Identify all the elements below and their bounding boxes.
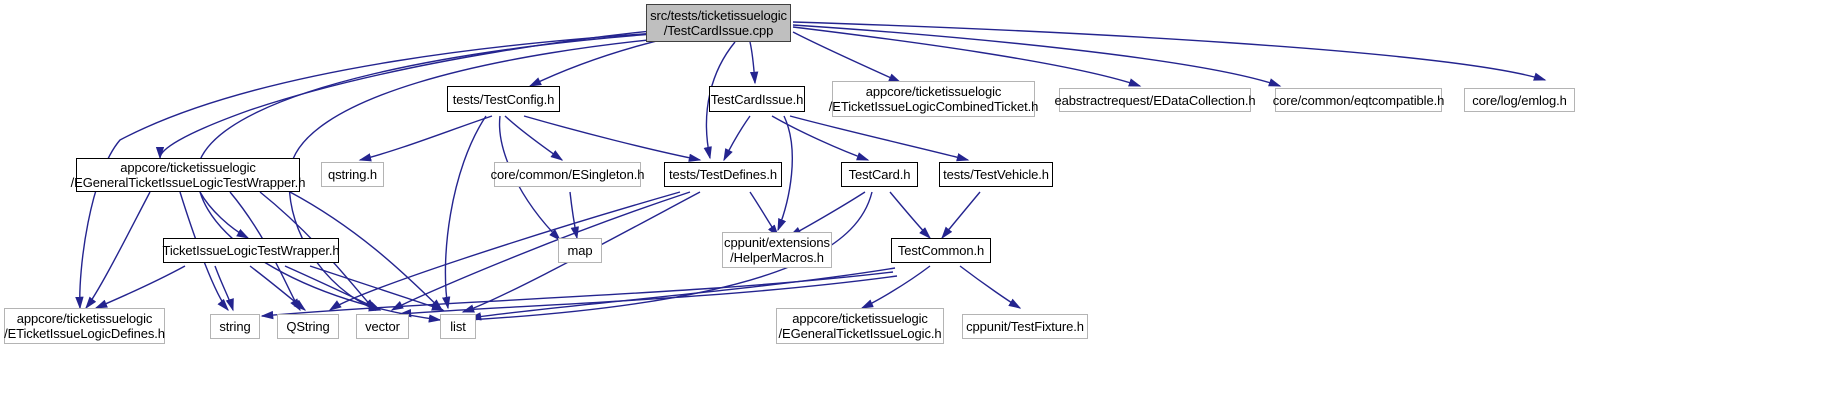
node-ticket-issue-logic-test-wrapper-h[interactable]: TicketIssueLogicTestWrapper.h bbox=[162, 238, 340, 263]
node-label-line1: appcore/ticketissuelogic bbox=[865, 84, 1002, 99]
node-label-line1: list bbox=[450, 319, 466, 334]
node-label-line1: core/common/eqtcompatible.h bbox=[1272, 92, 1445, 108]
node-string[interactable]: string bbox=[210, 314, 260, 339]
node-label-line1: tests/TestDefines.h bbox=[669, 167, 777, 182]
node-label-line1: cppunit/TestFixture.h bbox=[966, 319, 1084, 334]
node-label-line1: TestCardIssue.h bbox=[710, 91, 804, 107]
node-test-common-h[interactable]: TestCommon.h bbox=[891, 238, 991, 263]
node-label-line1: appcore/ticketissuelogic bbox=[16, 311, 153, 326]
node-tests-test-config-h[interactable]: tests/TestConfig.h bbox=[447, 86, 560, 112]
node-tests-test-vehicle-h[interactable]: tests/TestVehicle.h bbox=[939, 162, 1053, 187]
node-label-line1: core/common/ESingleton.h bbox=[490, 167, 645, 182]
node-tests-test-defines-h[interactable]: tests/TestDefines.h bbox=[664, 162, 782, 187]
node-test-card-h[interactable]: TestCard.h bbox=[841, 162, 918, 187]
node-label-line2: /EGeneralTicketIssueLogicTestWrapper.h bbox=[70, 175, 306, 190]
node-eticket-issue-logic-defines-h[interactable]: appcore/ticketissuelogic /ETicketIssueLo… bbox=[4, 308, 165, 344]
node-label-line1: cppunit/extensions bbox=[724, 235, 830, 250]
node-label-line2: /TestCardIssue.cpp bbox=[663, 23, 774, 38]
node-eqtcompatible-h[interactable]: core/common/eqtcompatible.h bbox=[1272, 88, 1445, 112]
node-egeneral-ticket-issue-logic-h[interactable]: appcore/ticketissuelogic /EGeneralTicket… bbox=[776, 308, 944, 344]
node-label-line1: src/tests/ticketissuelogic bbox=[650, 8, 787, 23]
node-label-line1: core/log/emlog.h bbox=[1472, 92, 1567, 108]
node-vector[interactable]: vector bbox=[356, 314, 409, 339]
node-label-line1: tests/TestConfig.h bbox=[452, 91, 555, 107]
node-label-line1: vector bbox=[365, 319, 400, 334]
node-label-line1: string bbox=[219, 319, 251, 334]
node-label-line1: TestCard.h bbox=[848, 167, 911, 182]
node-label-line1: appcore/ticketissuelogic bbox=[120, 160, 256, 175]
node-test-card-issue-h[interactable]: TestCardIssue.h bbox=[709, 86, 805, 112]
node-eticket-issue-logic-combined-ticket-h[interactable]: appcore/ticketissuelogic /ETicketIssueLo… bbox=[829, 81, 1038, 117]
node-map[interactable]: map bbox=[558, 238, 602, 263]
node-label-line1: TestCommon.h bbox=[897, 243, 985, 258]
node-label-line2: /HelperMacros.h bbox=[730, 250, 824, 265]
node-label-line1: appcore/ticketissuelogic bbox=[792, 311, 928, 326]
node-list[interactable]: list bbox=[440, 314, 476, 339]
node-cppunit-test-fixture-h[interactable]: cppunit/TestFixture.h bbox=[962, 314, 1088, 339]
node-test-card-issue-cpp[interactable]: src/tests/ticketissuelogic /TestCardIssu… bbox=[646, 4, 791, 42]
node-qstring[interactable]: QString bbox=[277, 314, 339, 339]
node-label-line1: eabstractrequest/EDataCollection.h bbox=[1054, 92, 1256, 108]
node-label-line1: TicketIssueLogicTestWrapper.h bbox=[162, 243, 340, 258]
node-egeneral-ticket-issue-logic-test-wrapper-h[interactable]: appcore/ticketissuelogic /EGeneralTicket… bbox=[71, 158, 305, 192]
node-qstring-h[interactable]: qstring.h bbox=[321, 162, 384, 187]
node-emlog-h[interactable]: core/log/emlog.h bbox=[1464, 88, 1575, 112]
node-esingleton-h[interactable]: core/common/ESingleton.h bbox=[491, 162, 644, 187]
node-label-line2: /ETicketIssueLogicCombinedTicket.h bbox=[828, 99, 1039, 114]
node-label-line1: qstring.h bbox=[328, 167, 377, 182]
node-edata-collection-h[interactable]: eabstractrequest/EDataCollection.h bbox=[1054, 88, 1256, 112]
node-cppunit-helper-macros-h[interactable]: cppunit/extensions /HelperMacros.h bbox=[722, 232, 832, 268]
node-label-line1: tests/TestVehicle.h bbox=[943, 167, 1049, 182]
node-label-line1: QString bbox=[286, 319, 330, 334]
node-label-line1: map bbox=[567, 243, 593, 258]
node-label-line2: /EGeneralTicketIssueLogic.h bbox=[778, 326, 942, 341]
node-label-line2: /ETicketIssueLogicDefines.h bbox=[4, 326, 165, 341]
